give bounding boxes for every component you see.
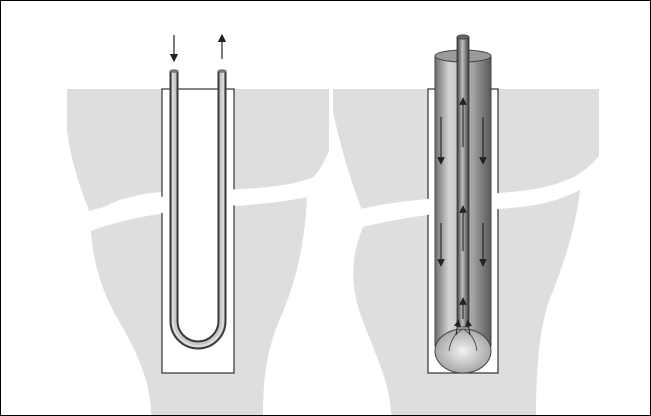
u-tube-panel — [67, 33, 331, 415]
depth-break-right — [361, 161, 599, 223]
coaxial-inner-pipe — [456, 34, 470, 328]
u-tube-pipe — [169, 69, 227, 350]
coaxial-panel — [333, 34, 599, 415]
bottom-inflow-arrows — [453, 319, 473, 336]
depth-break-left — [89, 169, 331, 229]
